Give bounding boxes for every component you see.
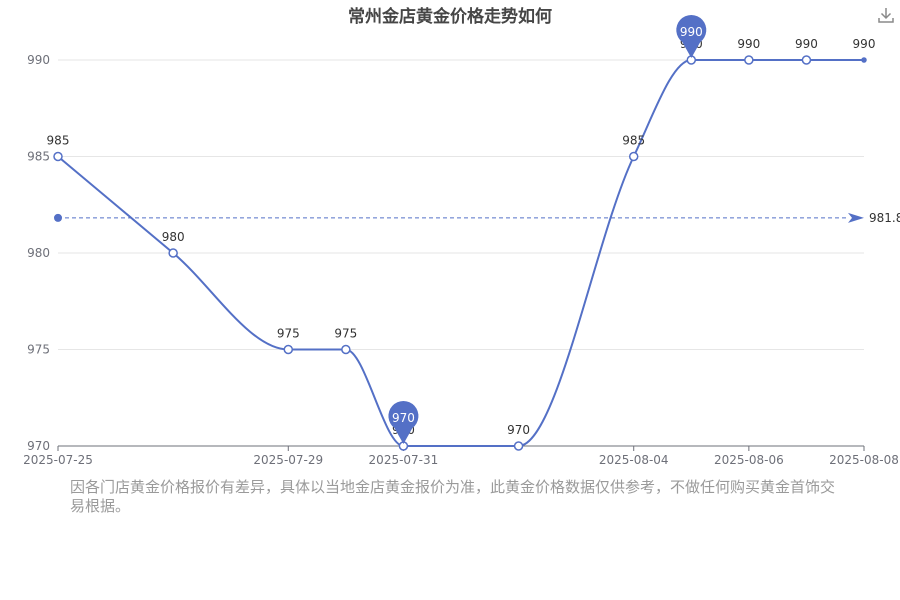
data-point (53, 151, 63, 162)
chart-title: 常州金店黄金价格走势如何 (348, 7, 552, 27)
data-label: 980 (162, 230, 185, 244)
y-tick-label: 990 (27, 53, 50, 67)
data-point (341, 344, 351, 355)
x-tick-label: 2025-08-06 (714, 453, 784, 467)
data-point (628, 151, 639, 162)
data-point (861, 57, 867, 63)
x-tick-label: 2025-07-31 (369, 453, 439, 467)
y-tick-label: 985 (27, 150, 50, 164)
x-tick-label: 2025-08-04 (599, 453, 669, 467)
y-tick-label: 975 (27, 343, 50, 357)
data-label: 990 (853, 37, 876, 51)
average-line-arrow (848, 212, 864, 223)
download-icon[interactable] (877, 6, 895, 24)
max-pin-marker-label: 990 (680, 25, 703, 39)
data-label: 975 (277, 327, 300, 341)
download-icon-graphic (878, 8, 894, 23)
data-label: 970 (507, 423, 530, 437)
data-label: 990 (795, 37, 818, 51)
x-tick-label: 2025-07-25 (23, 453, 93, 467)
max-pin-marker (676, 14, 707, 59)
data-point (283, 344, 294, 355)
data-point (513, 441, 524, 451)
x-tick-label: 2025-08-08 (829, 453, 899, 467)
data-label: 975 (334, 327, 357, 341)
data-label: 990 (737, 37, 760, 51)
average-line-start (54, 213, 62, 222)
min-pin-marker-label: 970 (392, 411, 415, 425)
average-label: 981.82 (869, 211, 900, 225)
x-tick-label: 2025-07-29 (253, 453, 323, 467)
data-label: 985 (622, 134, 645, 148)
y-tick-label: 980 (27, 246, 50, 260)
min-pin-marker (388, 401, 419, 444)
disclaimer-note: 因各门店黄金价格报价有差异，具体以当地金店黄金报价为准，此黄金价格数据仅供参考，… (70, 478, 836, 515)
data-point (801, 55, 812, 65)
data-point (168, 248, 178, 258)
y-tick-label: 970 (27, 439, 50, 453)
data-label: 985 (47, 134, 70, 148)
data-point (744, 55, 754, 65)
